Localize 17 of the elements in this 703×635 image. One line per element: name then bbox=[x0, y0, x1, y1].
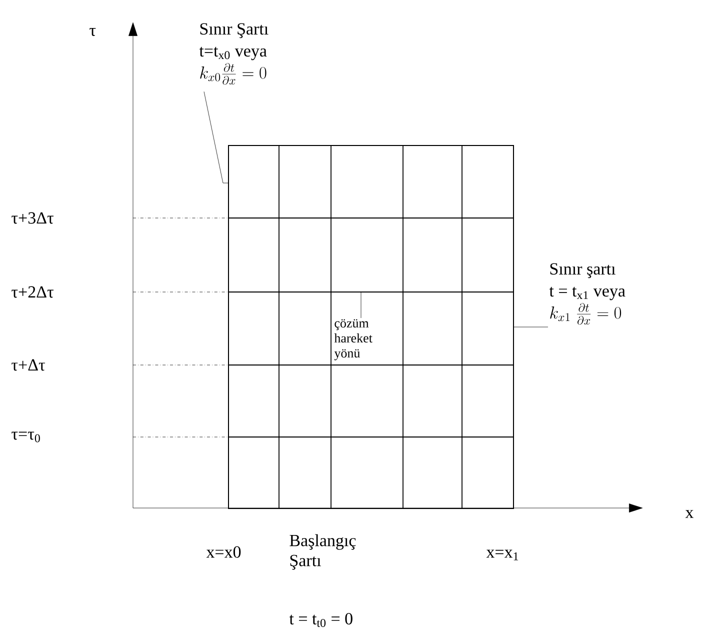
leader-line bbox=[360, 292, 362, 318]
grid bbox=[228, 144, 514, 509]
tick-label: x=x$_{1}$ bbox=[486, 550, 518, 560]
boundary-condition-text: Sınır şartı t = t$_{x1}$ veya $k_{x1}\;\frac{\partial t}{\partial x} =0$ bbox=[549, 263, 626, 325]
leader-line bbox=[514, 326, 548, 328]
condition-text: t = t$_{t0}$ = 0 bbox=[289, 613, 352, 627]
axis-label: τ bbox=[90, 28, 96, 36]
leader-line bbox=[204, 91, 228, 184]
axis-label: x bbox=[685, 510, 694, 518]
tick-label: τ=τ$_{0}$ bbox=[12, 432, 40, 442]
boundary-condition-text: Sınır Şartı t=t$_{x0}$ veya $k_{x0}\frac{\partial t}{\partial x} = 0$ bbox=[199, 23, 268, 85]
tick-label: τ+Δτ bbox=[12, 359, 46, 371]
tick-label: τ+3Δτ bbox=[12, 212, 54, 224]
tick-label: x=x0 bbox=[206, 546, 241, 558]
condition-text: Başlangıç Şartı bbox=[290, 534, 356, 570]
solution-direction-note: çözüm hareket yönü bbox=[333, 318, 386, 362]
tick-label: τ+2Δτ bbox=[12, 286, 54, 298]
